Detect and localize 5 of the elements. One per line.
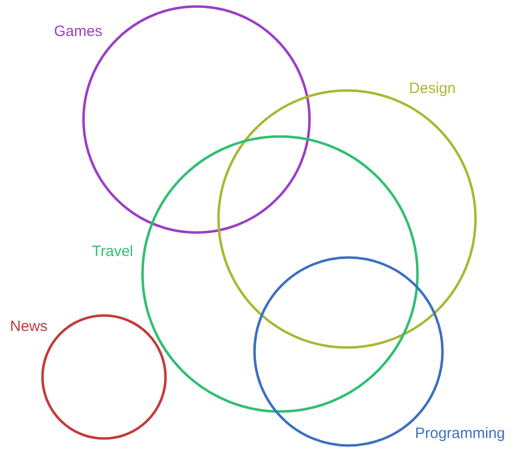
set-label: News <box>10 318 48 336</box>
set-label: Design <box>409 80 456 98</box>
set-label: Programming <box>415 425 506 443</box>
set-label: Travel <box>92 243 134 261</box>
set-label: Games <box>54 23 102 41</box>
